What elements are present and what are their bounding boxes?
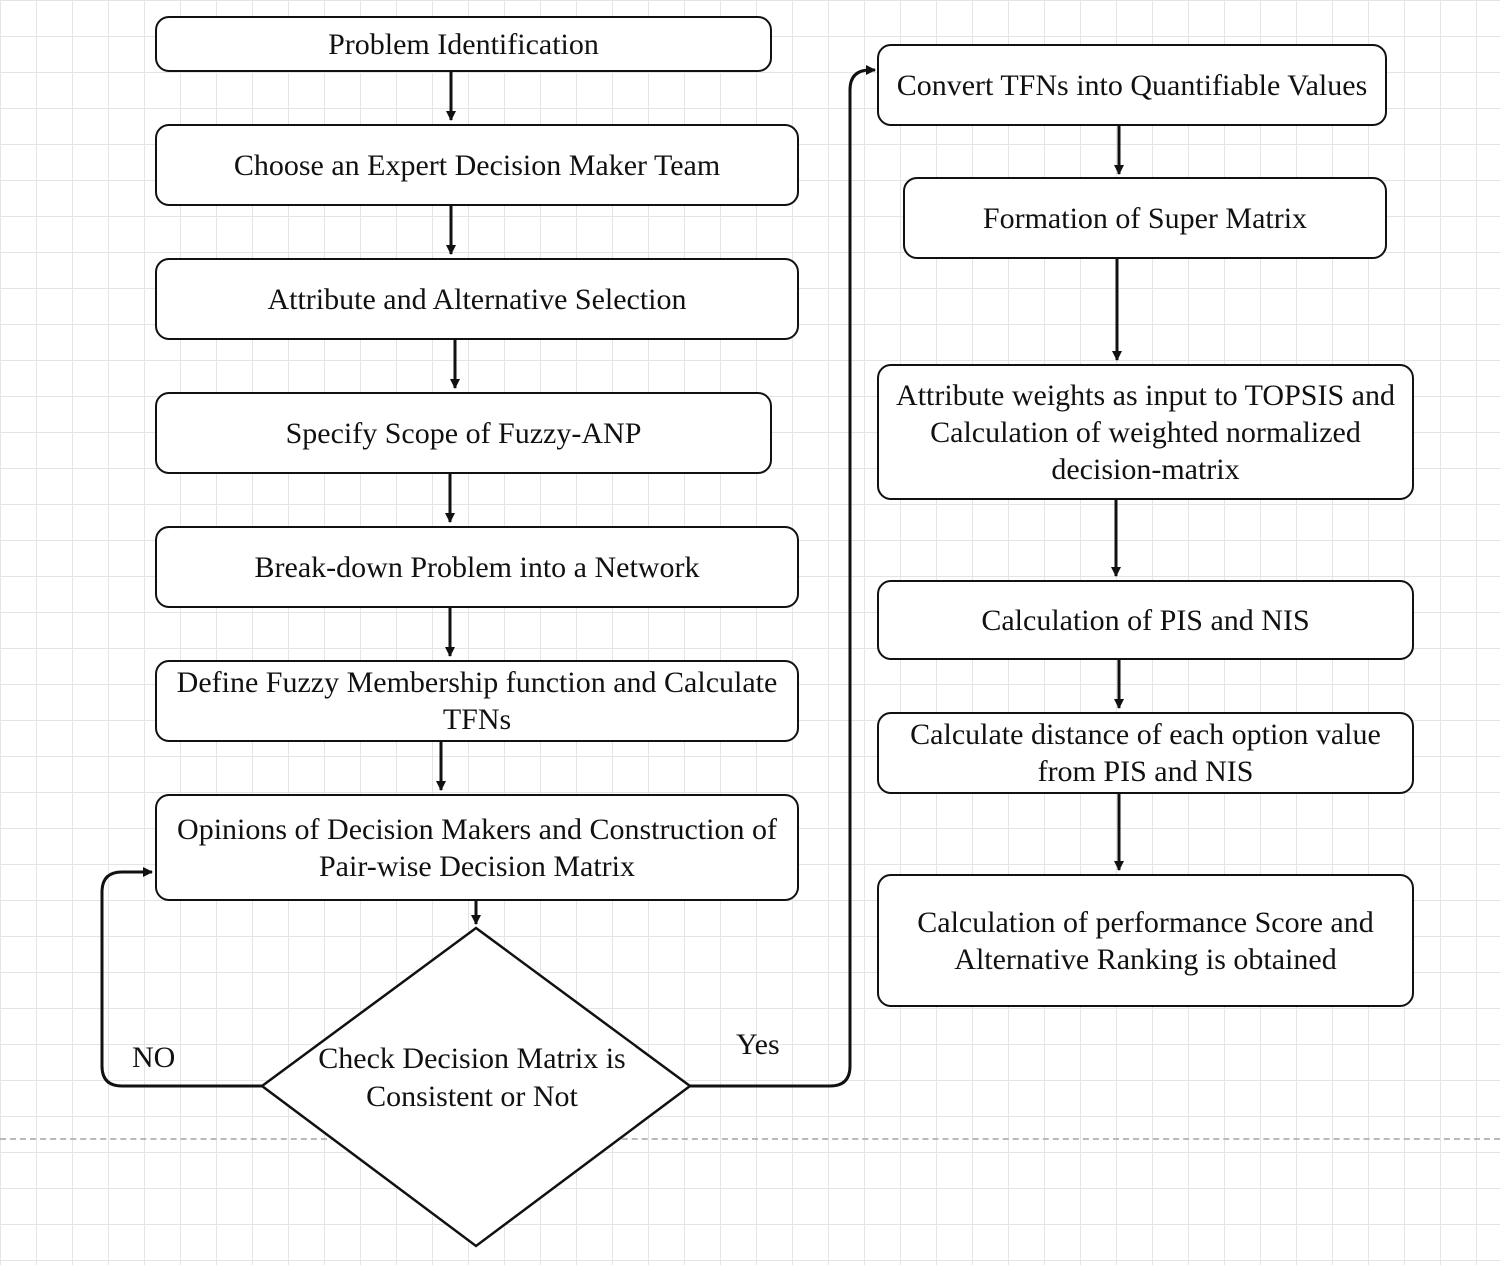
step-calculate-distance: Calculate distance of each option value … — [877, 712, 1414, 794]
branch-no-label: NO — [132, 1041, 176, 1074]
step-specify-scope-fuzzy-anp: Specify Scope of Fuzzy-ANP — [155, 392, 772, 474]
step-break-down-problem: Break-down Problem into a Network — [155, 526, 799, 608]
step-define-fuzzy-membership: Define Fuzzy Membership function and Cal… — [155, 660, 799, 742]
step-attribute-weights-topsis: Attribute weights as input to TOPSIS and… — [877, 364, 1414, 500]
arrow-yes-branch — [690, 65, 876, 1088]
page-break-line — [0, 1138, 1500, 1140]
step-problem-identification: Problem Identification — [155, 16, 772, 72]
branch-yes-label: Yes — [736, 1028, 780, 1061]
decision-label: Check Decision Matrix is Consistent or N… — [318, 1042, 626, 1113]
decision-diamond — [259, 926, 693, 1248]
step-attribute-alternative-selection: Attribute and Alternative Selection — [155, 258, 799, 340]
arrow-no-branch — [100, 867, 262, 1088]
step-choose-expert-team: Choose an Expert Decision Maker Team — [155, 124, 799, 206]
step-formation-super-matrix: Formation of Super Matrix — [903, 177, 1387, 259]
step-performance-score-ranking: Calculation of performance Score and Alt… — [877, 874, 1414, 1007]
step-opinions-decision-makers: Opinions of Decision Makers and Construc… — [155, 794, 799, 901]
step-convert-tfns: Convert TFNs into Quantifiable Values — [877, 44, 1387, 126]
step-calculation-pis-nis: Calculation of PIS and NIS — [877, 580, 1414, 660]
